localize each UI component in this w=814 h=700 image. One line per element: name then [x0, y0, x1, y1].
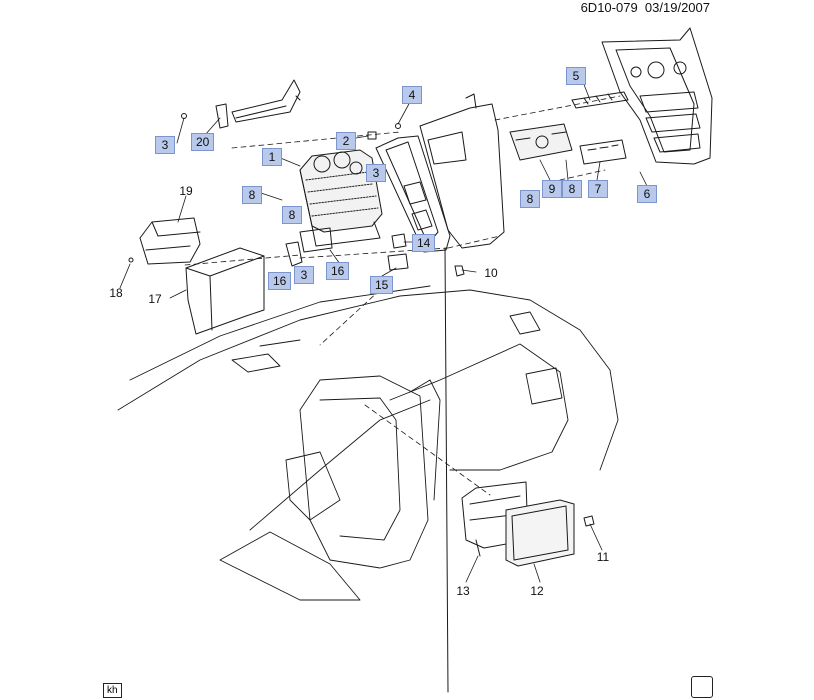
- diagram-date: 03/19/2007: [644, 0, 710, 15]
- screw-part-10: [454, 265, 465, 277]
- module-part-15: [387, 253, 409, 271]
- callout-4[interactable]: 4: [402, 86, 422, 104]
- callout-17[interactable]: 17: [148, 292, 162, 306]
- callout-20[interactable]: 20: [191, 133, 215, 151]
- callout-8d[interactable]: 8: [282, 206, 302, 224]
- switch-strip-part-5: [571, 91, 629, 109]
- callout-15[interactable]: 15: [370, 276, 394, 294]
- diagram-code: 6D10-079: [580, 0, 638, 15]
- clip-part-2: [367, 131, 377, 140]
- callout-3a[interactable]: 3: [366, 164, 386, 182]
- callout-7[interactable]: 7: [588, 180, 608, 198]
- screw-part-11: [583, 515, 595, 527]
- callout-16b[interactable]: 16: [268, 272, 292, 290]
- radio-assembly-part-1: [285, 149, 383, 267]
- hvac-control-part-9: [509, 123, 573, 161]
- dashed-leaders: [184, 95, 621, 496]
- module-part-14: [391, 233, 407, 249]
- corner-tag: kh: [103, 683, 122, 698]
- switch-panel-part-7: [579, 139, 627, 165]
- callout-5[interactable]: 5: [566, 67, 586, 85]
- display-screen-part-12: [505, 499, 575, 567]
- callout-14[interactable]: 14: [412, 234, 436, 252]
- callout-8a[interactable]: 8: [562, 180, 582, 198]
- callout-18[interactable]: 18: [109, 286, 123, 300]
- callout-8c[interactable]: 8: [242, 186, 262, 204]
- trim-strip-part-20: [181, 79, 301, 129]
- center-bezel-part-4: [375, 123, 451, 253]
- callout-3c[interactable]: 3: [294, 266, 314, 284]
- diagram-header: 6D10-079 03/19/2007: [581, 0, 710, 15]
- callout-16a[interactable]: 16: [326, 262, 350, 280]
- callout-12[interactable]: 12: [530, 584, 544, 598]
- callout-2[interactable]: 2: [336, 132, 356, 150]
- callout-19[interactable]: 19: [179, 184, 193, 198]
- callout-13[interactable]: 13: [456, 584, 470, 598]
- bin-door-part-17: [185, 247, 265, 335]
- callout-1[interactable]: 1: [262, 148, 282, 166]
- console-trim: [419, 93, 505, 249]
- center-leader-line: [444, 247, 449, 693]
- gm-spo-logo-icon: [691, 676, 713, 698]
- instrument-panel: [117, 285, 619, 601]
- callout-11[interactable]: 11: [596, 550, 610, 564]
- callout-6[interactable]: 6: [637, 185, 657, 203]
- callout-9[interactable]: 9: [542, 180, 562, 198]
- callout-8b[interactable]: 8: [520, 190, 540, 208]
- outer-bezel-part-6: [601, 27, 713, 165]
- storage-bin-part-19: [128, 217, 201, 265]
- callout-10[interactable]: 10: [484, 266, 498, 280]
- callout-3b[interactable]: 3: [155, 136, 175, 154]
